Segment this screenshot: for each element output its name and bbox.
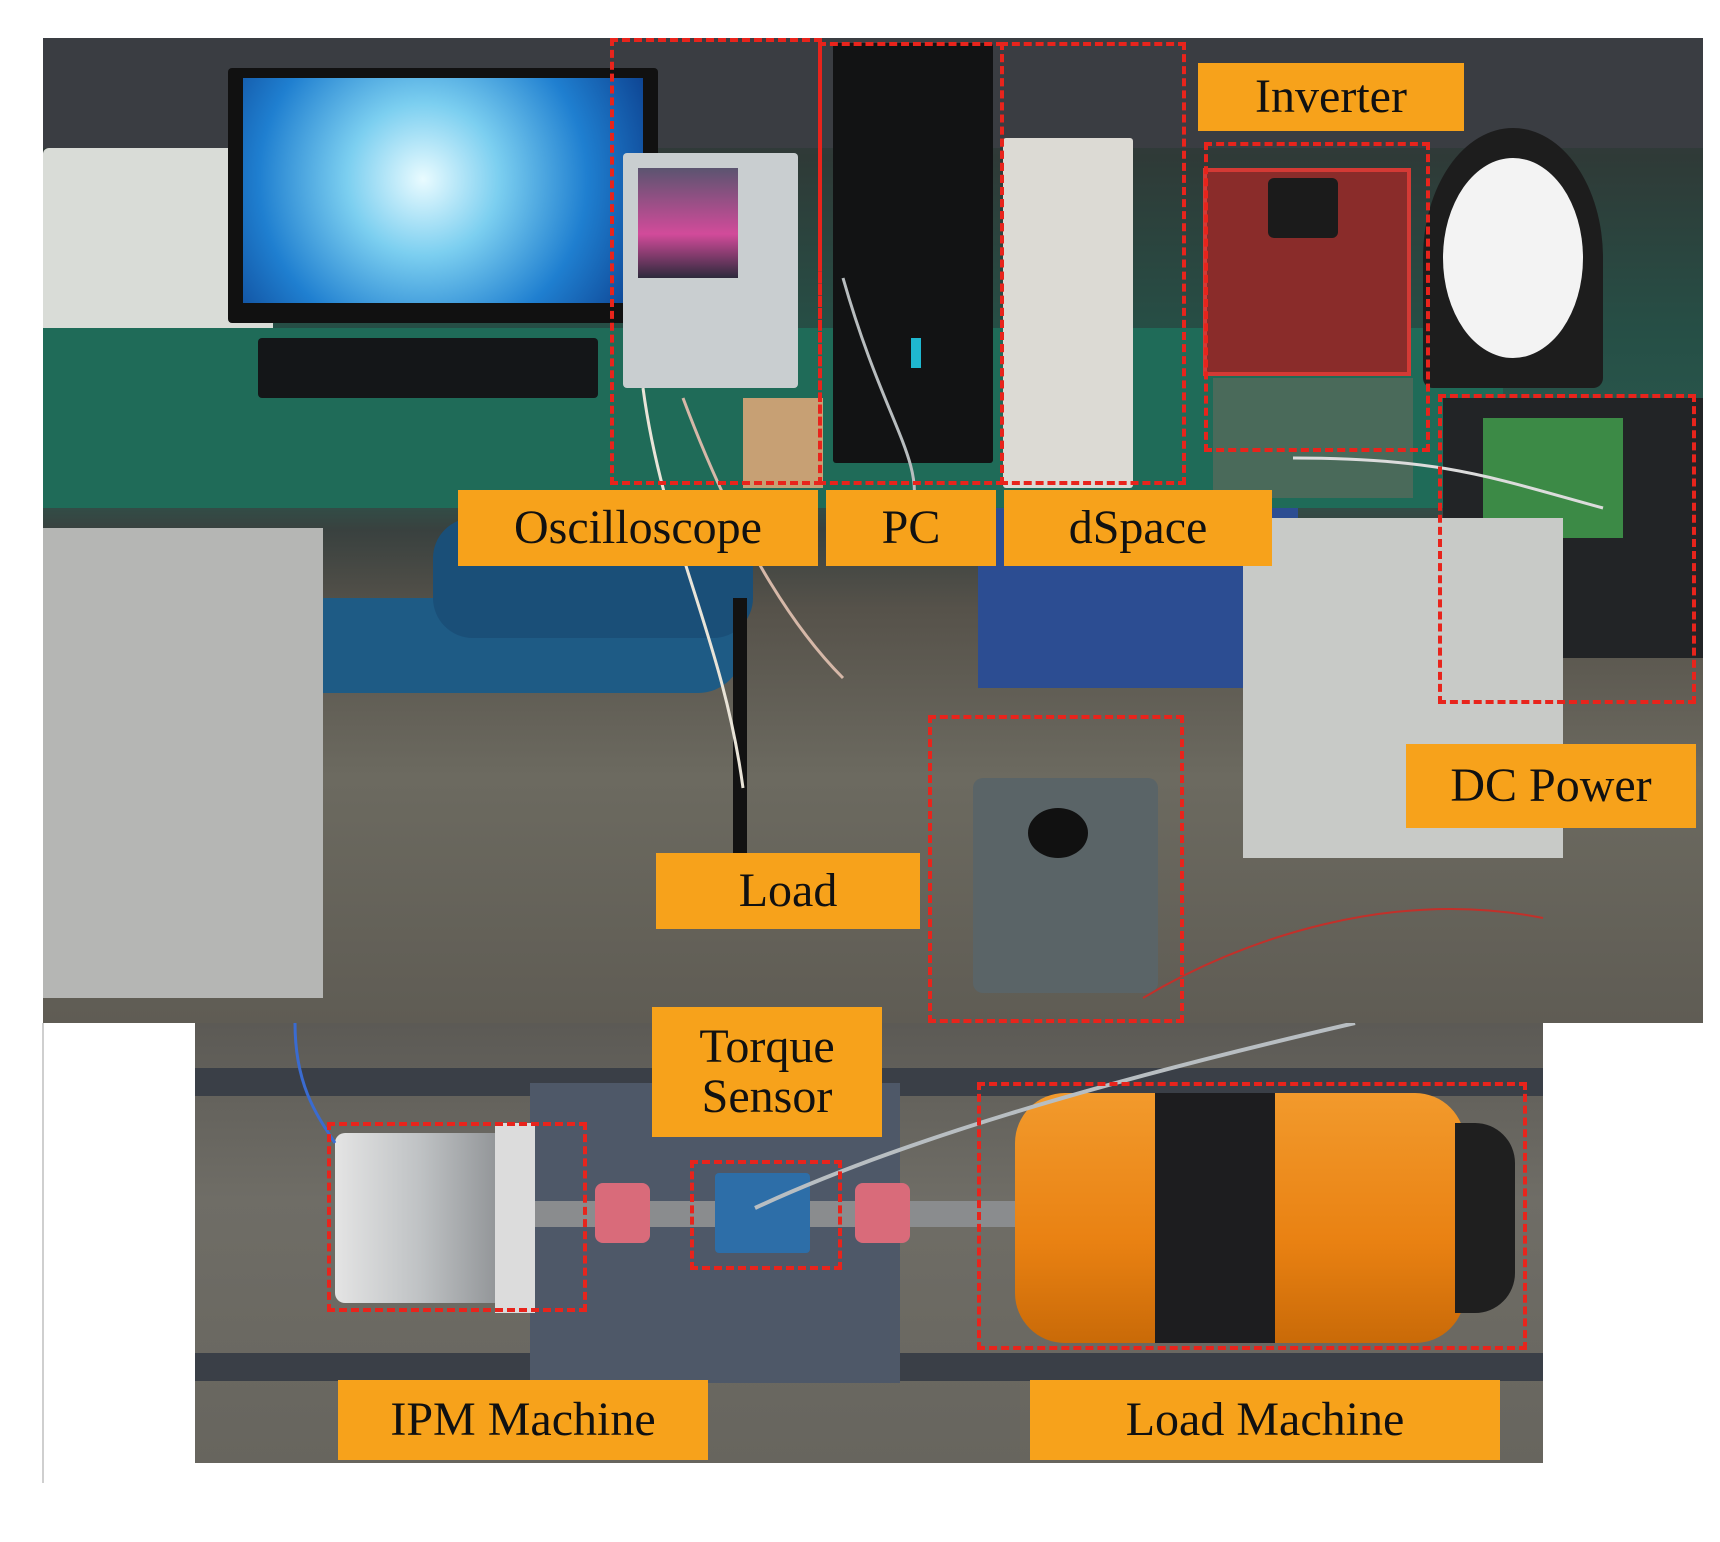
pc-box xyxy=(818,42,1004,485)
load-machine-band xyxy=(1155,1093,1275,1343)
ipm-machine-flange xyxy=(495,1123,535,1313)
torque-sensor-body xyxy=(715,1173,810,1253)
dspace-box-outline xyxy=(1000,42,1186,485)
label-dspace: dSpace xyxy=(1004,490,1272,566)
keyboard xyxy=(258,338,598,398)
pc-led xyxy=(911,338,921,368)
load-box xyxy=(928,715,1184,1023)
oscilloscope-box xyxy=(610,38,822,485)
label-load-machine: Load Machine xyxy=(1030,1380,1500,1460)
dspace-box xyxy=(1003,138,1133,488)
cardboard-box xyxy=(743,398,823,488)
label-pc: PC xyxy=(826,490,996,566)
load-machine-box xyxy=(977,1082,1527,1350)
oscilloscope-screen xyxy=(638,168,738,278)
torque-sensor-line2: Sensor xyxy=(701,1070,833,1123)
load-machine-endcap xyxy=(1455,1123,1515,1313)
divider-line xyxy=(42,1023,44,1483)
left-cabinet xyxy=(43,528,323,998)
label-inverter: Inverter xyxy=(1198,63,1464,131)
label-ipm-machine: IPM Machine xyxy=(338,1380,708,1460)
lower-electronics xyxy=(1213,378,1413,498)
ipm-machine-box xyxy=(327,1122,587,1312)
dc-power-box xyxy=(1438,394,1696,704)
variac-knob xyxy=(1028,808,1088,858)
dial-face xyxy=(1443,158,1583,358)
torque-sensor-box xyxy=(690,1160,842,1270)
inverter-fan xyxy=(1268,178,1338,238)
cables xyxy=(641,277,1604,999)
coupling-left xyxy=(595,1183,650,1243)
inverter-box xyxy=(1204,142,1430,452)
monitor-screen xyxy=(243,78,643,303)
label-oscilloscope: Oscilloscope xyxy=(458,490,818,566)
coupling-right xyxy=(855,1183,910,1243)
label-torque-sensor: Torque Sensor xyxy=(652,1007,882,1137)
label-load: Load xyxy=(656,853,920,929)
ipm-machine-body xyxy=(335,1133,505,1303)
torque-sensor-line1: Torque xyxy=(699,1019,835,1073)
label-dc-power: DC Power xyxy=(1406,744,1696,828)
pc-tower xyxy=(833,43,993,463)
